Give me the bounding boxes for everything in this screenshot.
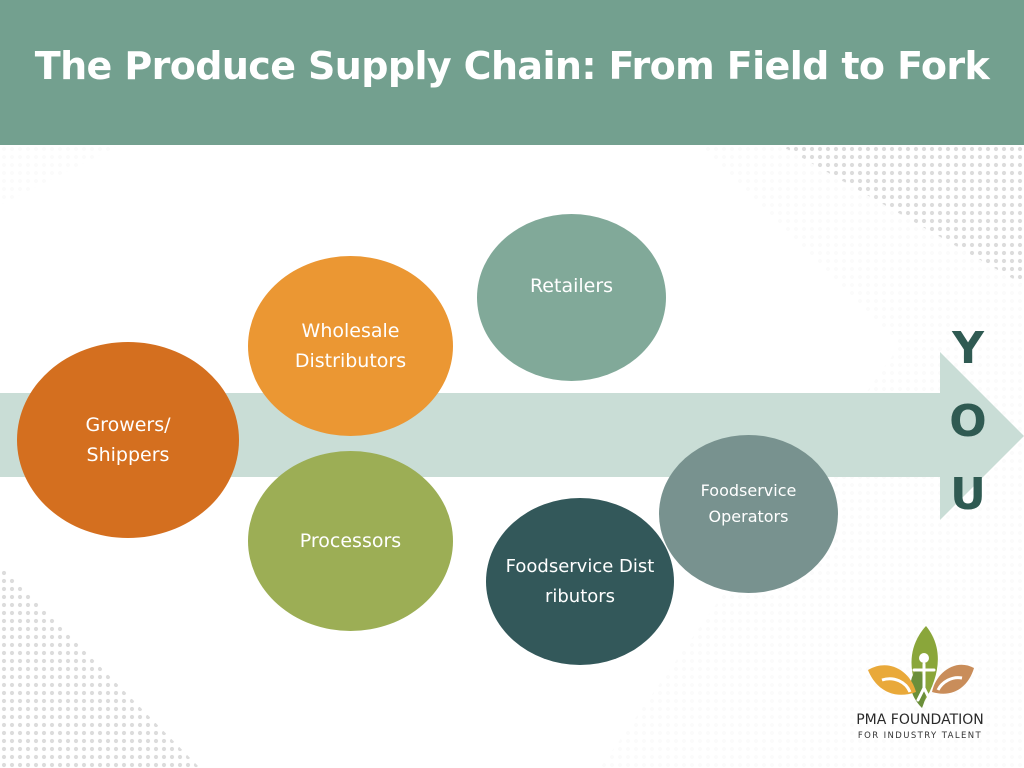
logo-subtitle: FOR INDUSTRY TALENT [857, 731, 983, 741]
node-retailers-label: Retailers [529, 274, 614, 297]
node-foodservice-distributors-label: Foodservice Distributors [505, 555, 655, 607]
node-processors: Processors [248, 451, 453, 631]
title-banner [0, 0, 1024, 145]
pma-foundation-logo-icon [868, 626, 974, 708]
logo-title: PMA FOUNDATION [856, 712, 984, 728]
node-foodservice-distributors: Foodservice Distributors [486, 498, 674, 665]
node-wholesale-label: Wholesale Distributors [294, 320, 407, 372]
node-retailers: Retailers [477, 214, 666, 381]
slide-title: The Produce Supply Chain: From Field to … [34, 44, 990, 88]
node-processors-label: Processors [299, 530, 402, 552]
node-growers-shippers: Growers/ Shippers [17, 342, 239, 538]
node-foodservice-operators: Foodservice Operators [659, 435, 838, 593]
node-wholesale-distributors: Wholesale Distributors [248, 256, 453, 436]
you-label: Y O U [949, 323, 987, 520]
node-growers-label: Growers/ Shippers [85, 414, 171, 466]
node-foodservice-operators-label: Foodservice Operators [700, 481, 797, 526]
